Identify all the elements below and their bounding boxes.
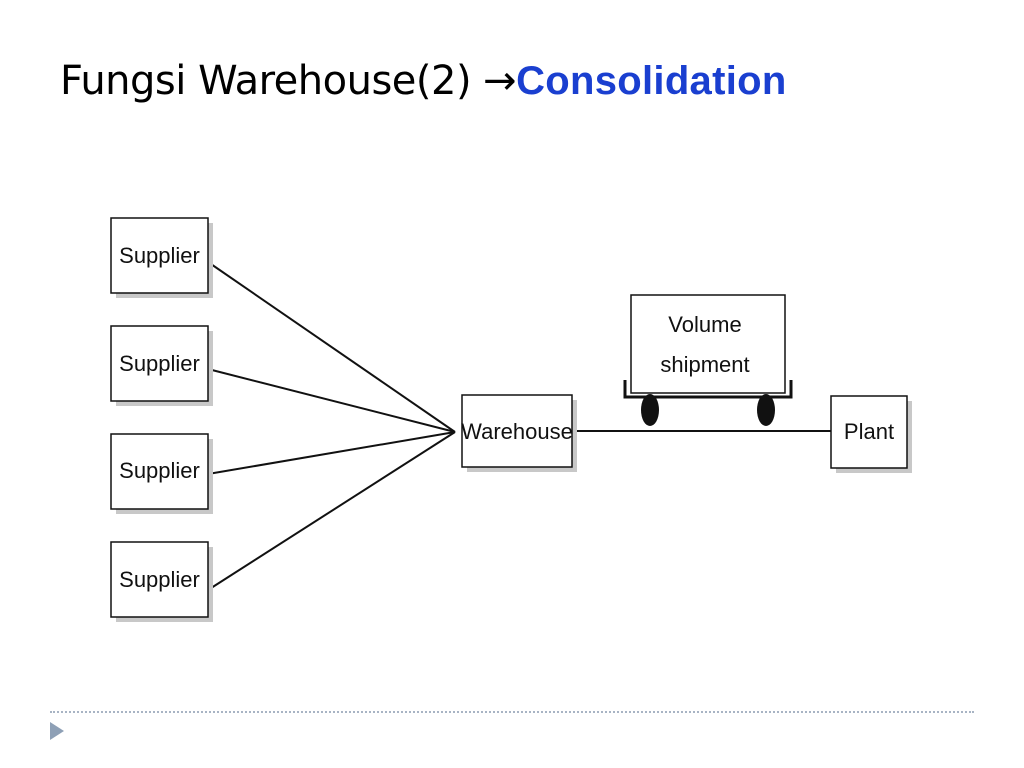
supplier-box-4: Supplier bbox=[110, 541, 213, 622]
supplier-label: Supplier bbox=[119, 567, 200, 592]
supplier-label: Supplier bbox=[119, 351, 200, 376]
supplier-box-1: Supplier bbox=[110, 217, 213, 298]
arrow-right-icon: → bbox=[483, 58, 517, 104]
supplier-label: Supplier bbox=[119, 243, 200, 268]
connector-supplier-3 bbox=[207, 431, 456, 475]
connector-supplier-1 bbox=[207, 261, 456, 433]
plant-box: Plant bbox=[830, 395, 912, 473]
wheel-right-icon bbox=[757, 394, 775, 426]
supplier-box-2: Supplier bbox=[110, 325, 213, 406]
slide-title: Fungsi Warehouse(2)→Consolidation bbox=[60, 58, 787, 104]
triangle-right-icon bbox=[50, 722, 64, 740]
connector-supplier-2 bbox=[207, 368, 456, 433]
supplier-label: Supplier bbox=[119, 458, 200, 483]
warehouse-box: Warehouse bbox=[461, 394, 577, 472]
supplier-box-3: Supplier bbox=[110, 433, 213, 514]
connector-supplier-4 bbox=[207, 431, 456, 591]
shipment-label-line2: shipment bbox=[660, 352, 749, 377]
title-prefix: Fungsi Warehouse(2) bbox=[60, 58, 472, 104]
footer-divider bbox=[50, 711, 974, 713]
plant-label: Plant bbox=[844, 419, 894, 444]
warehouse-label: Warehouse bbox=[461, 419, 573, 444]
shipment-label-line1: Volume bbox=[668, 312, 741, 337]
volume-shipment-truck: Volume shipment bbox=[623, 294, 793, 426]
title-highlight: Consolidation bbox=[516, 59, 787, 103]
wheel-left-icon bbox=[641, 394, 659, 426]
